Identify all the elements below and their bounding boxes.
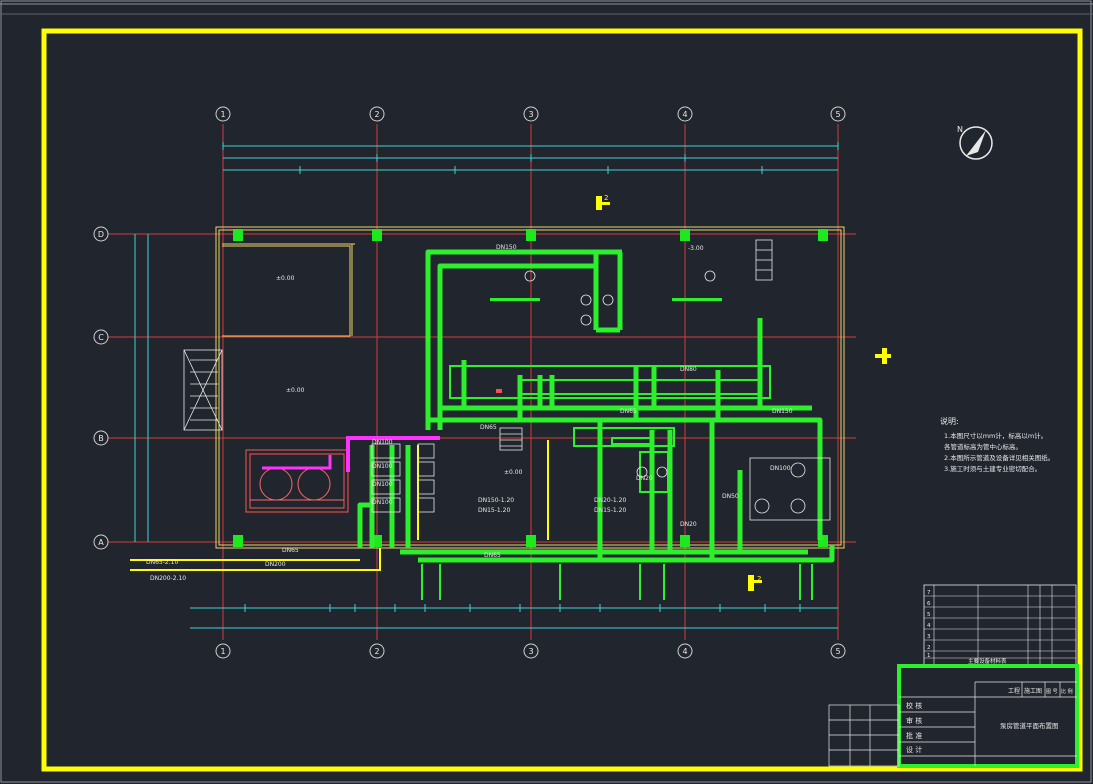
tb-label-design: 设 计 (906, 745, 922, 754)
mid-note-3: DN20-1.20 (594, 497, 626, 504)
pipe-labels: DN150 DN65 DN65 DN65 DN200 DN20 DN65 DN1… (265, 244, 793, 568)
general-notes: 说明: 1.本图尺寸以mm计，标高以m计。 各管道标高为管中心标高。 2.本图所… (940, 416, 1054, 473)
table-row-6: 6 (927, 601, 931, 607)
stair (183, 349, 223, 431)
table-row-1: 1 (927, 653, 931, 659)
level-2: ±0.00 (286, 387, 305, 394)
section-marker-right (875, 348, 891, 364)
label-dn65-mid: DN65 (480, 424, 497, 431)
label-dn100-c: DN100 (372, 481, 393, 488)
tb-field-drawing-no: 图 号 (1046, 689, 1058, 695)
grid-axes (108, 124, 856, 640)
structural-columns (233, 229, 828, 547)
axis-1-top: 1 (220, 110, 225, 119)
notes-title: 说明: (940, 416, 959, 426)
svg-text:2: 2 (757, 575, 761, 583)
mid-note-4: DN15-1.20 (594, 507, 626, 514)
dimension-ticks (222, 142, 839, 612)
section-marker-top: 2 (596, 194, 610, 210)
left-note-2: DN200-2.10 (150, 575, 186, 582)
notes-item-3: 2.本图所示管道及设备详见相关图纸。 (944, 453, 1054, 462)
axis-2-bottom: 2 (374, 647, 379, 656)
tb-project: 工程 (1008, 687, 1020, 695)
label-dn200: DN200 (265, 561, 286, 568)
pump-circles (524, 270, 716, 282)
dimension-lines (134, 145, 838, 629)
north-label: N (957, 125, 963, 134)
pipes-colored (130, 436, 440, 571)
small-stair (499, 239, 773, 451)
text-marks (230, 226, 502, 393)
pipes-main (357, 249, 835, 563)
equipment-table: 7 6 5 4 3 2 1 主要设备材料表 (923, 584, 1077, 666)
level-4: -3.00 (688, 245, 704, 252)
notes-item-1: 1.本图尺寸以mm计，标高以m计。 (944, 431, 1047, 440)
label-dn100-a: DN100 (372, 439, 393, 446)
axis-C: C (98, 333, 104, 342)
axis-B: B (98, 434, 104, 443)
tb-label-approve: 批 准 (906, 731, 922, 740)
label-dn80: DN80 (680, 366, 697, 373)
north-arrow-icon: N (957, 125, 993, 160)
axis-5-bottom: 5 (835, 647, 840, 656)
notes-item-2: 各管道标高为管中心标高。 (944, 442, 1022, 451)
label-dn65-lower: DN65 (484, 552, 501, 559)
section-marker-bottom: 2 (748, 575, 762, 591)
label-dn100-d: DN100 (372, 499, 393, 506)
table-row-7: 7 (927, 590, 931, 596)
table-row-4: 4 (927, 623, 931, 629)
tb-stage: 施工图 (1024, 687, 1042, 695)
equipment-labels (490, 298, 722, 301)
label-dn50: DN50 (722, 493, 739, 500)
label-dn65-upper: DN65 (620, 408, 637, 415)
pipes-thin (421, 365, 831, 600)
tb-drawing-name: 泵房管道平面布置图 (1000, 721, 1059, 730)
table-row-3: 3 (927, 634, 931, 640)
level-1: ±0.00 (276, 275, 295, 282)
left-note-1: DN65-2.10 (146, 559, 178, 566)
table-row-2: 2 (927, 645, 931, 651)
label-dn100-right: DN100 (770, 465, 791, 472)
table-row-5: 5 (927, 612, 931, 618)
label-dn100-b: DN100 (372, 463, 393, 470)
axis-4-bottom: 4 (682, 647, 687, 656)
tanks (250, 467, 344, 501)
tb-label-review: 审 核 (906, 716, 922, 725)
axis-A: A (98, 538, 104, 547)
axis-2-top: 2 (374, 110, 379, 119)
label-dn20-right: DN20 (680, 521, 697, 528)
tb-field-scale: 比 例 (1061, 688, 1073, 695)
label-dn150-top: DN150 (496, 244, 517, 251)
axis-5-top: 5 (835, 110, 840, 119)
column-bubbles-bottom: 1 2 3 4 5 (215, 643, 846, 659)
annotations: ±0.00 ±0.00 ±0.00 -3.00 DN65-2.10 DN200-… (146, 245, 704, 582)
axis-1-bottom: 1 (220, 647, 225, 656)
level-3: ±0.00 (504, 469, 523, 476)
notes-item-4: 3.施工时须与土建专业密切配合。 (944, 464, 1041, 473)
title-block: 校 核 审 核 批 准 设 计 工程 施工图 图 号 比 例 泵房管道平面布置图 (828, 664, 1079, 768)
column-bubbles-top: 1 2 3 4 5 (215, 106, 846, 122)
svg-text:2: 2 (604, 194, 608, 202)
table-footer: 主要设备材料表 (968, 657, 1007, 665)
axis-4-top: 4 (682, 110, 687, 119)
label-dn65-left: DN65 (282, 547, 299, 554)
label-dn20-mid: DN20 (636, 475, 653, 482)
label-dn150-right: DN150 (772, 408, 793, 415)
mid-note-2: DN15-1.20 (478, 507, 510, 514)
axis-3-bottom: 3 (528, 647, 533, 656)
valve-symbols (371, 294, 806, 514)
row-bubbles: D C B A (93, 226, 109, 550)
tb-label-check: 校 核 (906, 701, 922, 710)
axis-D: D (98, 230, 104, 239)
axis-3-top: 3 (528, 110, 533, 119)
drawing-border (41, 28, 1083, 772)
mid-note-1: DN150-1.20 (478, 497, 514, 504)
